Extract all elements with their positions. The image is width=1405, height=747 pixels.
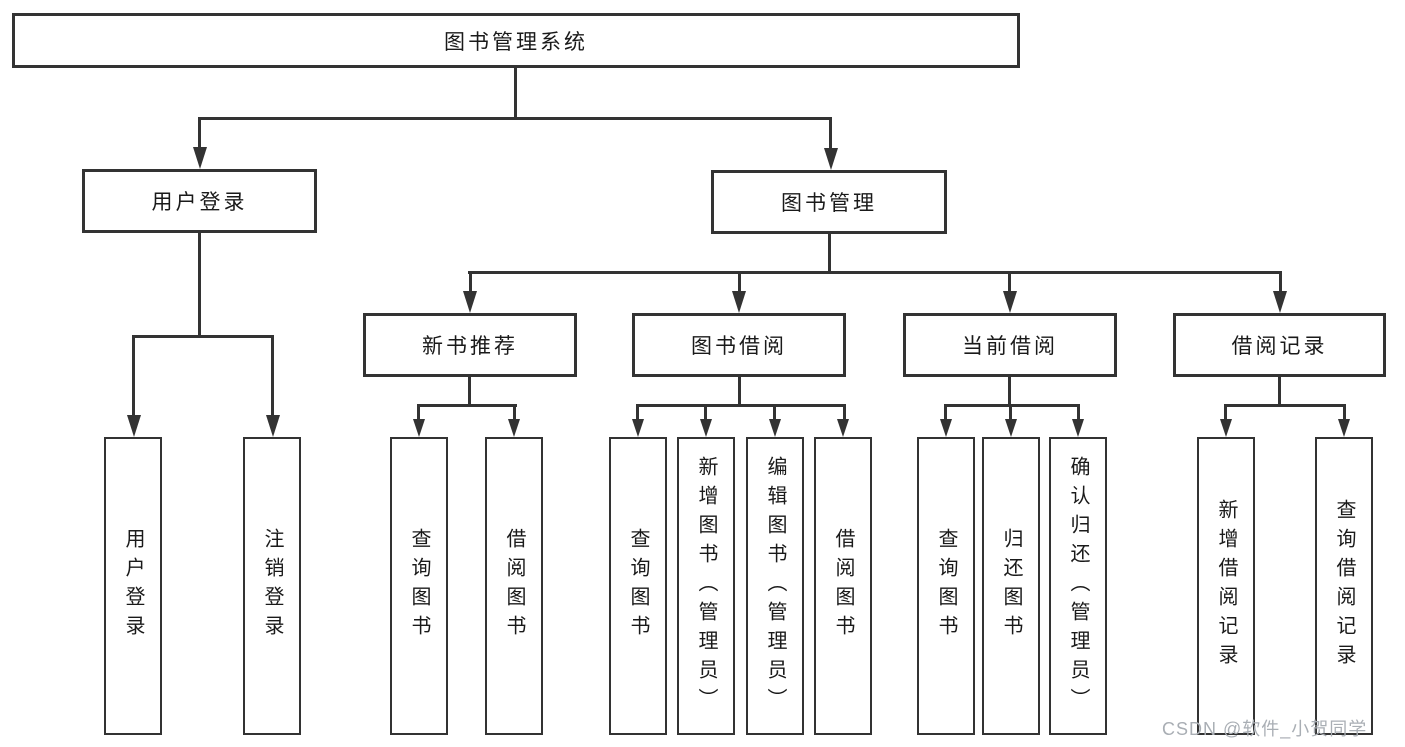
leaf-label: 注销登录 — [261, 528, 283, 644]
connector-drop — [513, 404, 516, 419]
arrowhead-down-icon — [1220, 419, 1232, 437]
leaf-label: 借阅图书 — [832, 528, 854, 644]
leaf-label: 查询图书 — [935, 528, 957, 644]
connector-drop — [843, 404, 846, 419]
leaf-label: 借阅图书 — [503, 528, 525, 644]
arrowhead-down-icon — [769, 419, 781, 437]
arrowhead-down-icon — [732, 291, 746, 313]
connector-drop — [773, 404, 776, 419]
connector-user-login-branch — [132, 335, 274, 338]
arrowhead-down-icon — [824, 148, 838, 170]
node-new-book-recommendation: 新书推荐 — [363, 313, 577, 377]
connector-drop-user-login — [198, 117, 201, 148]
leaf-query-borrow-record: 查询借阅记录 — [1315, 437, 1373, 735]
node-borrowing-records: 借阅记录 — [1173, 313, 1386, 377]
connector-user-login-stem — [198, 233, 201, 337]
arrowhead-down-icon — [632, 419, 644, 437]
arrowhead-down-icon — [1072, 419, 1084, 437]
connector-borrow-records-stem — [1278, 377, 1281, 406]
leaf-label: 编辑图书（管理员） — [764, 455, 786, 717]
arrowhead-down-icon — [463, 291, 477, 313]
connector-drop — [1009, 404, 1012, 419]
arrowhead-down-icon — [1003, 291, 1017, 313]
leaf-borrow-books: 借阅图书 — [814, 437, 872, 735]
connector-level3-branch — [468, 271, 1282, 274]
arrowhead-down-icon — [266, 415, 280, 437]
connector-new-book-stem — [468, 377, 471, 406]
connector-current-borrow-stem — [1008, 377, 1011, 406]
arrowhead-down-icon — [1338, 419, 1350, 437]
connector-drop — [469, 271, 472, 291]
node-book-borrowing: 图书借阅 — [632, 313, 846, 377]
connector-drop — [738, 271, 741, 291]
connector-drop — [1343, 404, 1346, 419]
leaf-query-books-borrow: 查询图书 — [609, 437, 667, 735]
connector-drop — [132, 335, 135, 415]
connector-drop — [1279, 271, 1282, 291]
node-user-login: 用户登录 — [82, 169, 317, 233]
leaf-add-borrow-record: 新增借阅记录 — [1197, 437, 1255, 735]
leaf-query-books-newbook: 查询图书 — [390, 437, 448, 735]
arrowhead-down-icon — [127, 415, 141, 437]
leaf-label: 确认归还（管理员） — [1067, 455, 1089, 717]
arrowhead-down-icon — [940, 419, 952, 437]
connector-book-mgmt-stem — [828, 234, 831, 274]
leaf-borrow-books-newbook: 借阅图书 — [485, 437, 543, 735]
connector-current-borrow-branch — [944, 404, 1080, 407]
leaf-label: 新增借阅记录 — [1215, 499, 1237, 673]
leaf-confirm-return-admin: 确认归还（管理员） — [1049, 437, 1107, 735]
node-current-borrowing: 当前借阅 — [903, 313, 1117, 377]
node-book-management: 图书管理 — [711, 170, 947, 234]
leaf-logout: 注销登录 — [243, 437, 301, 735]
arrowhead-down-icon — [1273, 291, 1287, 313]
connector-new-book-branch — [417, 404, 517, 407]
connector-drop — [1008, 271, 1011, 291]
connector-drop — [1077, 404, 1080, 419]
connector-drop — [636, 404, 639, 419]
connector-book-borrow-branch — [636, 404, 846, 407]
connector-drop-book-mgmt — [829, 117, 832, 149]
arrowhead-down-icon — [1005, 419, 1017, 437]
connector-drop — [704, 404, 707, 419]
leaf-query-books-current: 查询图书 — [917, 437, 975, 735]
connector-drop — [1224, 404, 1227, 419]
csdn-watermark: CSDN @软件_小贺同学 — [1162, 719, 1368, 739]
arrowhead-down-icon — [700, 419, 712, 437]
connector-drop — [417, 404, 420, 419]
connector-root-stem — [514, 68, 517, 118]
arrowhead-down-icon — [193, 147, 207, 169]
leaf-add-books-admin: 新增图书（管理员） — [677, 437, 735, 735]
leaf-user-login: 用户登录 — [104, 437, 162, 735]
leaf-label: 查询图书 — [627, 528, 649, 644]
leaf-edit-books-admin: 编辑图书（管理员） — [746, 437, 804, 735]
connector-borrow-records-branch — [1224, 404, 1346, 407]
leaf-label: 归还图书 — [1000, 528, 1022, 644]
leaf-label: 新增图书（管理员） — [695, 455, 717, 717]
leaf-label: 用户登录 — [122, 528, 144, 644]
arrowhead-down-icon — [413, 419, 425, 437]
arrowhead-down-icon — [508, 419, 520, 437]
leaf-return-books: 归还图书 — [982, 437, 1040, 735]
arrowhead-down-icon — [837, 419, 849, 437]
connector-drop — [271, 335, 274, 415]
connector-drop — [944, 404, 947, 419]
connector-book-borrow-stem — [738, 377, 741, 406]
connector-level2-branch — [198, 117, 832, 120]
node-root-library-management-system: 图书管理系统 — [12, 13, 1020, 68]
leaf-label: 查询图书 — [408, 528, 430, 644]
leaf-label: 查询借阅记录 — [1333, 499, 1355, 673]
